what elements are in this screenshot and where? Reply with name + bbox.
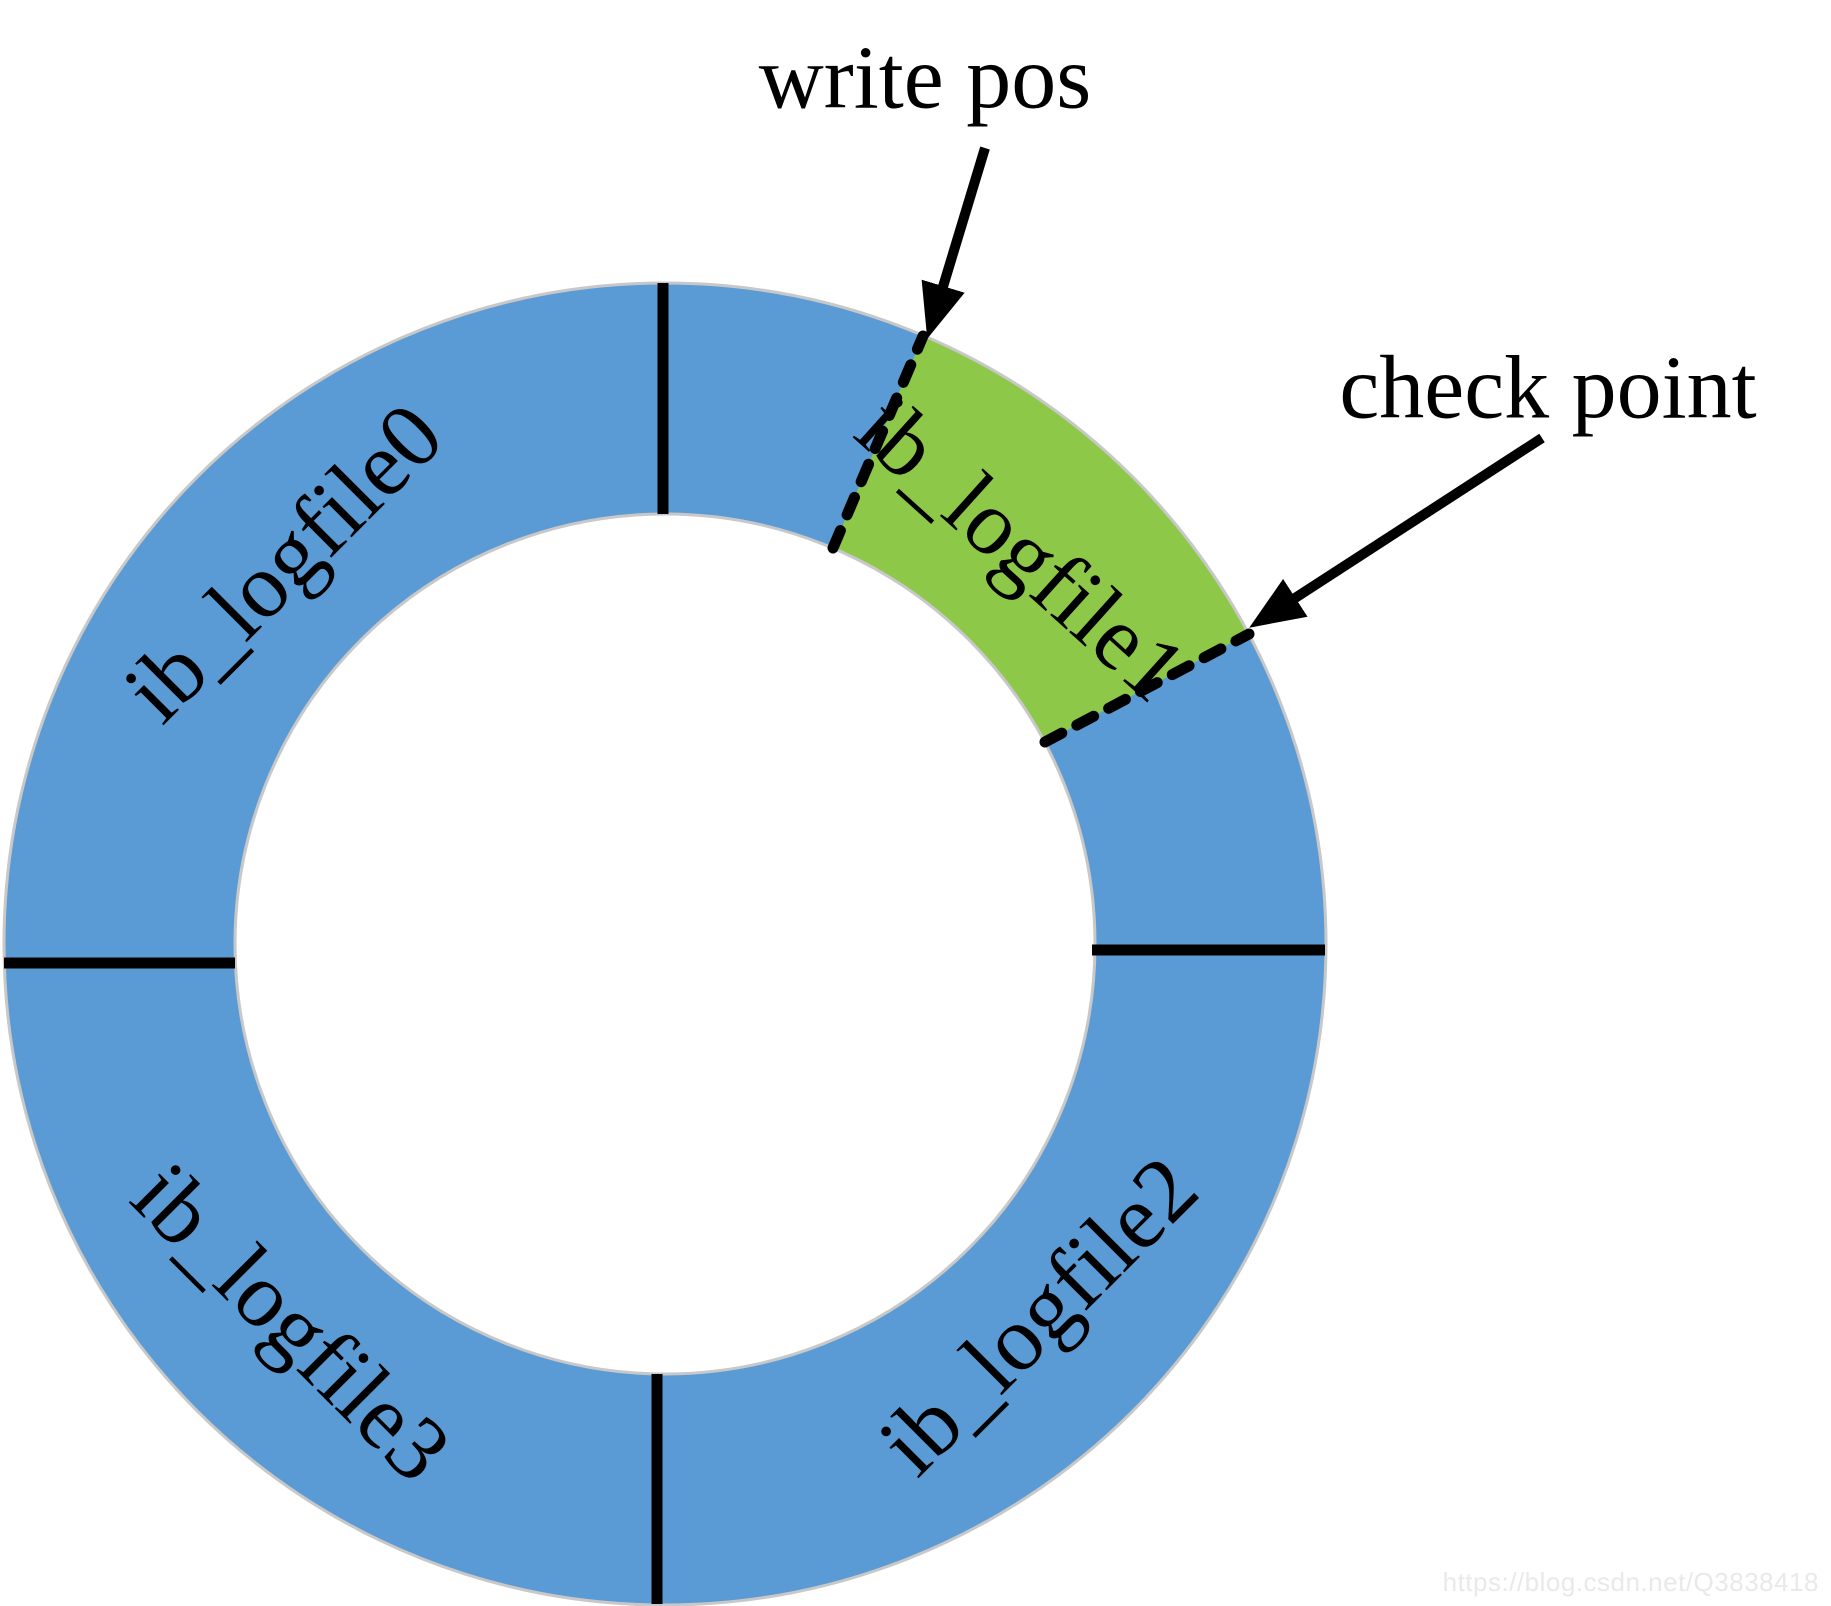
annotations: write pos check point	[759, 29, 1757, 628]
active-segment-green-arc	[831, 335, 1249, 744]
check-point-boundary-dashed-line	[1039, 628, 1255, 748]
check-point-arrow	[1249, 433, 1545, 628]
write-pos-label: write pos	[759, 29, 1091, 128]
csdn-watermark: https://blog.csdn.net/Q3838418	[1442, 1567, 1819, 1597]
active-region-boundaries	[827, 330, 1255, 748]
ring-inner-edge	[233, 512, 1097, 1376]
check-point-label: check point	[1339, 339, 1756, 438]
segment-labels: ib_logfile0 ib_logfile1 ib_logfile2 ib_l…	[104, 375, 1217, 1501]
write-pos-arrow	[921, 146, 990, 339]
segment-dividers	[4, 283, 1325, 1604]
write-pos-boundary-dashed-line	[827, 330, 929, 554]
